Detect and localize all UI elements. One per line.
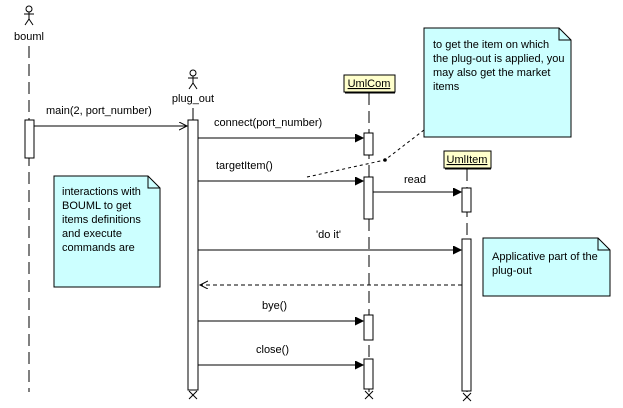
activation-umlitem-read[interactable] <box>461 187 472 213</box>
note-text-get-item: to get the item on which the plug-out is… <box>433 39 565 93</box>
note-fold-icon <box>597 238 610 251</box>
message-read[interactable]: read <box>373 174 461 192</box>
activation-plug-out[interactable] <box>187 119 199 391</box>
message-label-read: read <box>404 174 426 186</box>
message-targetitem[interactable]: targetItem() <box>198 160 363 181</box>
activation-bouml[interactable] <box>24 119 35 159</box>
note-applicative[interactable] <box>482 237 611 297</box>
note-text-applicative: Applicative part of the plug-out <box>492 251 598 277</box>
message-main[interactable]: main(2, port_number) <box>34 105 187 126</box>
note-interactions[interactable] <box>53 175 161 288</box>
object-umlcom[interactable]: UmlCom <box>343 74 396 94</box>
object-label-umlitem: UmlItem <box>447 154 488 166</box>
message-label-close: close() <box>256 344 289 356</box>
activation-umlcom-connect[interactable] <box>363 132 374 156</box>
object-umlitem[interactable]: UmlItem <box>443 150 492 170</box>
destroy-mark-umlcom <box>364 390 374 400</box>
note-text-interactions: interactions with BOUML to get items def… <box>62 186 141 254</box>
destroy-mark-umlitem <box>462 392 472 402</box>
actor-label-bouml: bouml <box>14 31 44 43</box>
message-label-main: main(2, port_number) <box>46 105 152 117</box>
message-label-connect: connect(port_number) <box>214 117 322 129</box>
actor-label-plug-out: plug_out <box>172 93 214 105</box>
actor-plug-out[interactable]: plug_out <box>172 69 214 105</box>
note-get-item[interactable] <box>423 27 572 138</box>
activation-umlitem-doit[interactable] <box>461 238 472 392</box>
message-doit[interactable]: 'do it' <box>198 229 461 250</box>
note-anchor-dot <box>383 158 387 162</box>
activation-umlcom-close[interactable] <box>363 358 374 390</box>
destroy-mark-plug-out <box>188 390 198 400</box>
object-box-umlitem <box>443 150 492 169</box>
activation-umlcom-targetitem[interactable] <box>363 176 374 220</box>
note-fold-icon <box>147 176 160 189</box>
stick-figure-icon <box>24 5 34 26</box>
object-label-umlcom: UmlCom <box>348 78 391 90</box>
message-label-bye: bye() <box>262 300 287 312</box>
stick-figure-icon <box>188 69 198 90</box>
message-label-doit: 'do it' <box>316 229 341 241</box>
note-fold-icon <box>558 28 571 41</box>
actor-bouml[interactable]: bouml <box>14 5 44 43</box>
object-box-umlcom <box>343 74 396 93</box>
message-label-targetitem: targetItem() <box>216 160 273 172</box>
activation-umlcom-bye[interactable] <box>363 314 374 341</box>
message-bye[interactable]: bye() <box>198 300 363 321</box>
message-close[interactable]: close() <box>198 344 363 365</box>
message-connect[interactable]: connect(port_number) <box>198 117 363 138</box>
